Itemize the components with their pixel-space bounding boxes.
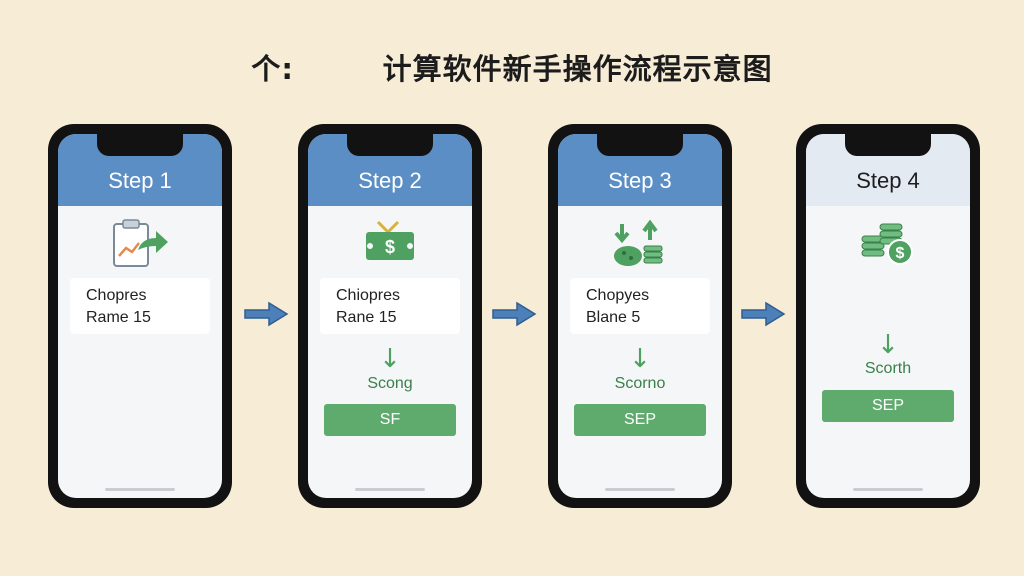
clipboard-chart-icon [58,218,222,268]
home-indicator [605,488,675,491]
info-card: Chiopres Rane 15 [320,278,460,334]
phone-screen: Step 3 Chopyes Blane 5 ↓ Scorno SEP [558,134,722,498]
down-arrow-icon: ↓ [877,330,899,360]
status-text: Scorth [864,360,912,377]
info-card: Chopres Rame 15 [70,278,210,334]
step-label: Step 1 [108,168,172,193]
info-line-1: Chiopres [336,287,401,304]
sf-button[interactable]: SF [324,404,456,436]
home-indicator [105,488,175,491]
down-arrow-icon: ↓ [629,344,651,374]
home-indicator [853,488,923,491]
phone-step-3: Step 3 Chopyes Blane 5 ↓ Scorno SEP [548,124,732,508]
sep-button[interactable]: SEP [574,404,706,436]
up-down-coins-icon [558,218,722,268]
step-label: Step 4 [856,168,920,193]
home-indicator [355,488,425,491]
right-arrow-icon [491,300,537,332]
step-label: Step 2 [358,168,422,193]
right-arrow-icon [740,300,786,332]
phone-screen: Step 2 $ Chiopres Rane 15 ↓ Scong SF [308,134,472,498]
status-text: Scong [367,375,413,392]
status-text: Scorno [614,375,666,392]
phone-notch [347,134,433,156]
info-line-1: Chopres [86,287,147,304]
svg-text:$: $ [896,245,905,262]
money-icon: $ [308,218,472,268]
info-line-2: Blane 5 [586,309,641,326]
info-line-2: Rane 15 [336,309,397,326]
step-label: Step 3 [608,168,672,193]
page-title: 个: 计算软件新手操作流程示意图 [251,52,773,86]
info-line-2: Rame 15 [86,309,151,326]
phone-screen: Step 1 Chopres Rame 15 [58,134,222,498]
info-line-1: Chopyes [586,287,650,304]
phone-notch [597,134,683,156]
phone-notch [845,134,931,156]
phone-step-2: Step 2 $ Chiopres Rane 15 ↓ Scong SF [298,124,482,508]
right-arrow-icon [243,300,289,332]
phone-notch [97,134,183,156]
down-arrow-icon: ↓ [379,344,401,374]
phone-screen: Step 4 $ ↓ Scorth SEP [806,134,970,498]
svg-text:$: $ [385,237,395,257]
info-card: Chopyes Blane 5 [570,278,710,334]
sep-button[interactable]: SEP [822,390,954,422]
step-header: Step 4 [806,134,970,206]
phone-step-4: Step 4 $ ↓ Scorth SEP [796,124,980,508]
coins-icon: $ [806,218,970,268]
phone-step-1: Step 1 Chopres Rame 15 [48,124,232,508]
